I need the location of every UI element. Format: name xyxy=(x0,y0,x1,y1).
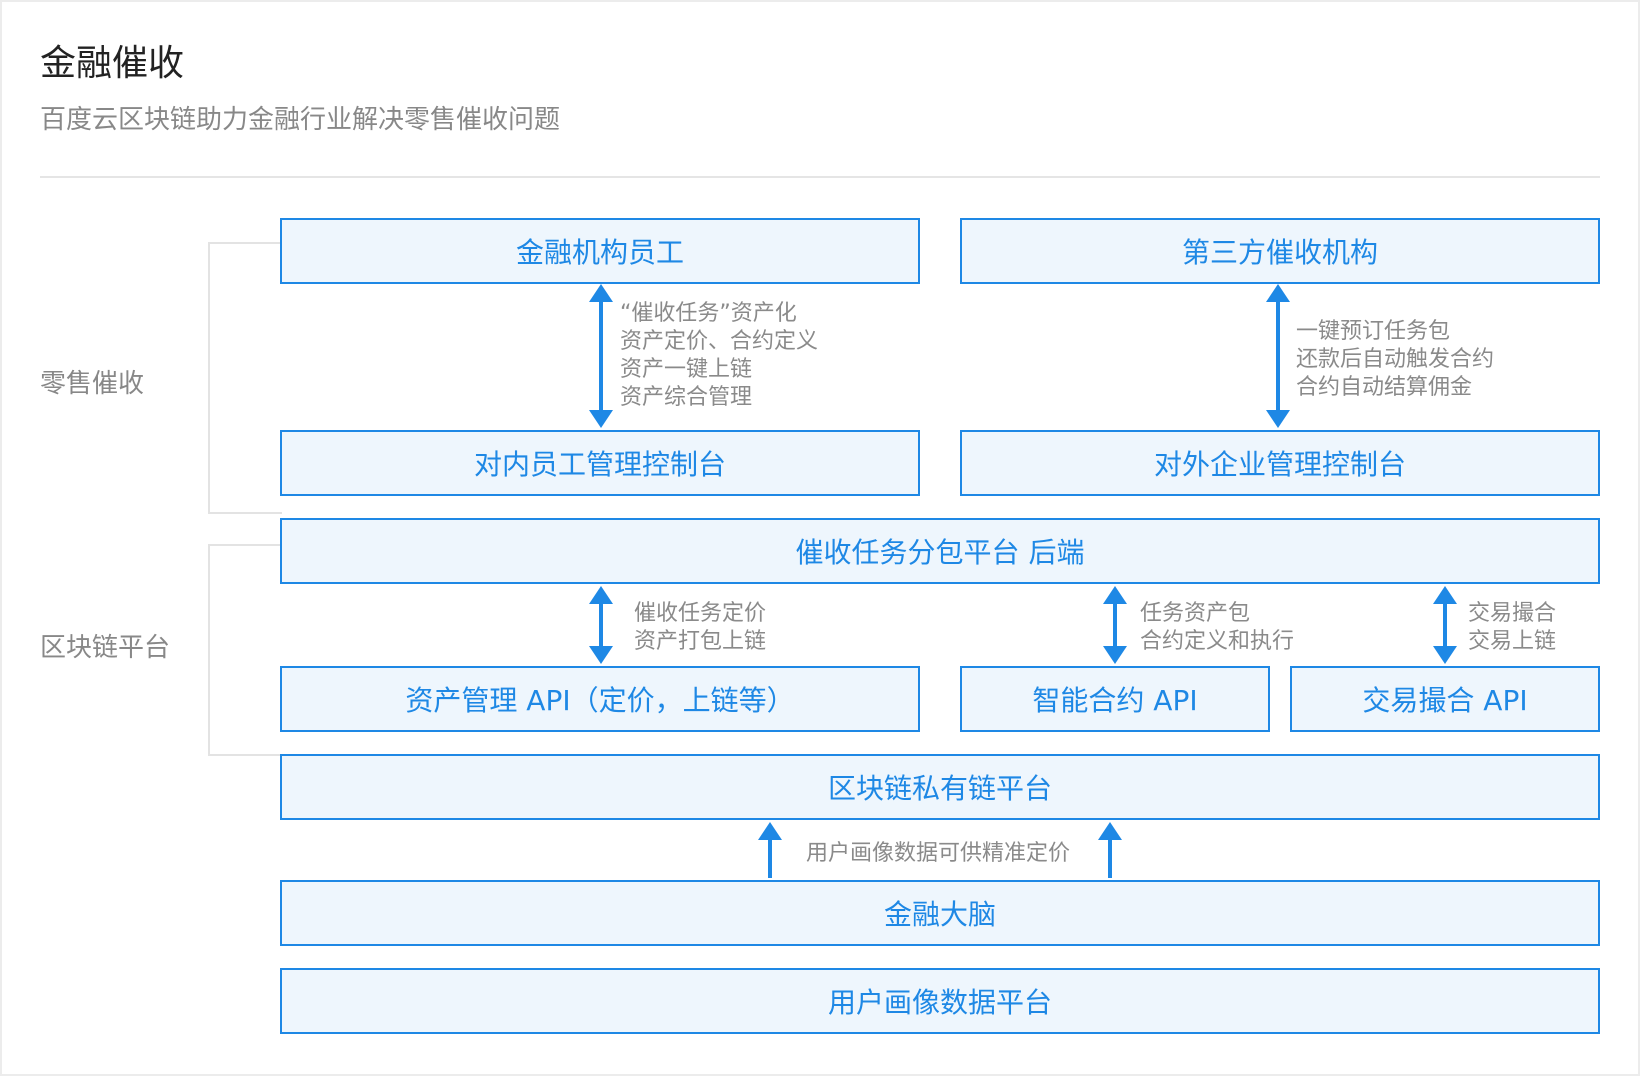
note-line: 催收任务定价 xyxy=(634,601,767,626)
note-line: 交易撮合 xyxy=(1468,601,1557,626)
note-asset-features: 催收任务定价 资产打包上链 xyxy=(634,600,766,656)
page-subtitle: 百度云区块链助力金融行业解决零售催收问题 xyxy=(40,105,561,135)
box-contract-api: 智能合约 API xyxy=(960,666,1270,732)
box-finance-staff: 金融机构员工 xyxy=(280,218,920,284)
note-line: 资产定价、合约定义 xyxy=(620,329,819,354)
note-contract-features: 任务资产包 合约定义和执行 xyxy=(1140,600,1294,656)
note-third-party-features: 一键预订任务包 还款后自动触发合约 合约自动结算佣金 xyxy=(1296,318,1494,402)
box-user-profile-platform: 用户画像数据平台 xyxy=(280,968,1600,1034)
note-line: 合约定义和执行 xyxy=(1140,629,1295,654)
box-asset-api: 资产管理 API（定价，上链等） xyxy=(280,666,920,732)
note-brain-feature: 用户画像数据可供精准定价 xyxy=(806,841,1071,866)
note-line: 还款后自动触发合约 xyxy=(1296,347,1495,372)
box-match-api: 交易撮合 API xyxy=(1290,666,1600,732)
note-staff-features: “催收任务”资产化 资产定价、合约定义 资产一键上链 资产综合管理 xyxy=(620,300,818,412)
note-line: 资产一键上链 xyxy=(620,357,753,382)
note-line: 资产综合管理 xyxy=(620,385,753,410)
box-internal-console: 对内员工管理控制台 xyxy=(280,430,920,496)
retail-bracket xyxy=(208,242,282,514)
blockchain-bracket xyxy=(208,544,282,756)
box-finance-brain: 金融大脑 xyxy=(280,880,1600,946)
page-title: 金融催收 xyxy=(40,43,185,84)
box-third-party: 第三方催收机构 xyxy=(960,218,1600,284)
section-label-blockchain: 区块链平台 xyxy=(40,633,171,663)
box-backend: 催收任务分包平台 后端 xyxy=(280,518,1600,584)
box-external-console: 对外企业管理控制台 xyxy=(960,430,1600,496)
box-private-chain: 区块链私有链平台 xyxy=(280,754,1600,820)
note-line: 合约自动结算佣金 xyxy=(1296,375,1473,400)
header-divider xyxy=(40,176,1600,178)
section-label-retail: 零售催收 xyxy=(40,369,145,399)
note-match-features: 交易撮合 交易上链 xyxy=(1468,600,1556,656)
note-line: 交易上链 xyxy=(1468,629,1557,654)
note-line: 资产打包上链 xyxy=(634,629,767,654)
note-line: 一键预订任务包 xyxy=(1296,319,1451,344)
note-line: “催收任务”资产化 xyxy=(620,301,797,326)
note-line: 任务资产包 xyxy=(1140,601,1251,626)
